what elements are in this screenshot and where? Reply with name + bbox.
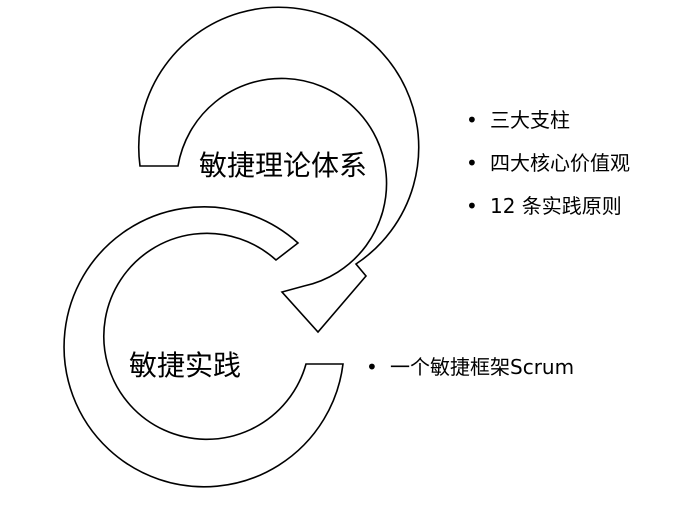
practice-points-list: • 一个敏捷框架Scrum: [366, 357, 574, 377]
theory-title: 敏捷理论体系: [199, 149, 368, 182]
bullet-icon: •: [466, 194, 478, 218]
list-item: • 12 条实践原则: [466, 196, 630, 216]
theory-point-label: 四大核心价值观: [490, 151, 630, 175]
practice-cycle-arrow: [63, 206, 344, 488]
theory-cycle-arrow: [137, 6, 420, 334]
bullet-icon: •: [466, 151, 478, 175]
theory-point-label: 12 条实践原则: [490, 194, 622, 218]
list-item: • 一个敏捷框架Scrum: [366, 357, 574, 377]
list-item: • 三大支柱: [466, 110, 630, 130]
practice-title: 敏捷实践: [129, 349, 242, 382]
bullet-icon: •: [466, 108, 478, 132]
practice-point-label: 一个敏捷框架Scrum: [390, 355, 575, 379]
list-item: • 四大核心价值观: [466, 153, 630, 173]
bullet-icon: •: [366, 355, 378, 379]
theory-point-label: 三大支柱: [490, 108, 570, 132]
theory-points-list: • 三大支柱 • 四大核心价值观 • 12 条实践原则: [466, 110, 630, 239]
